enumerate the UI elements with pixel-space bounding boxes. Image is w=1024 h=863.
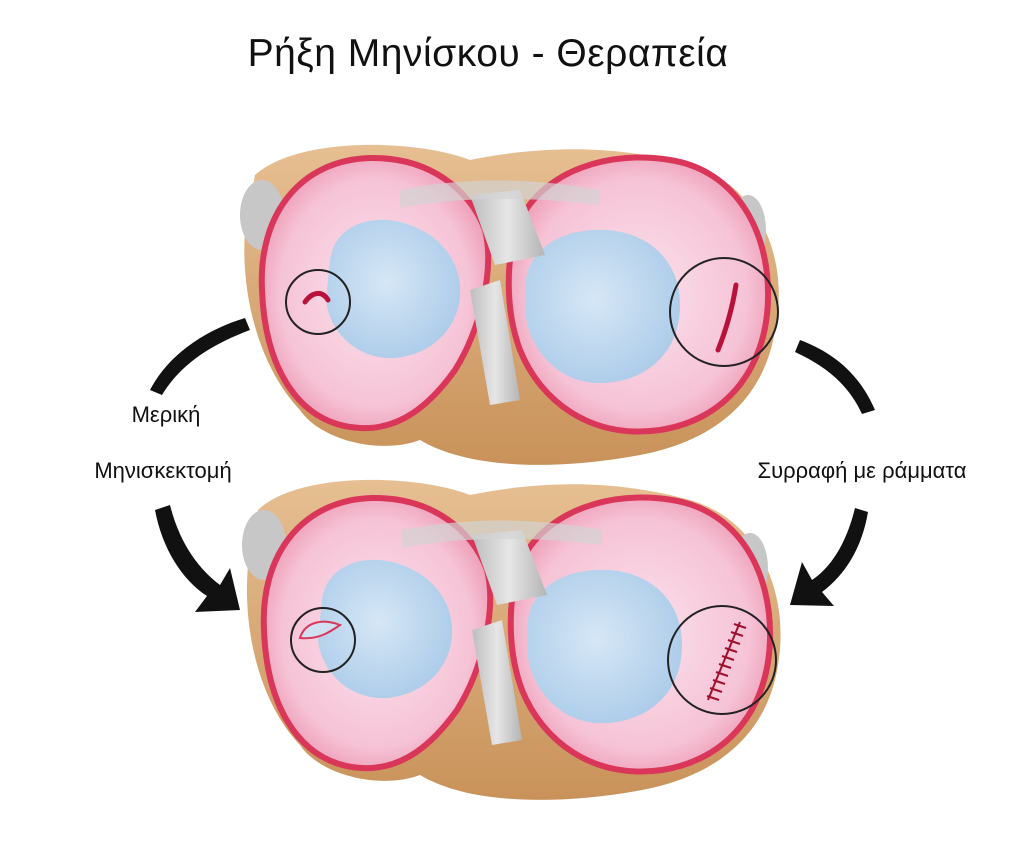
knee-after-treatment — [242, 479, 781, 800]
arrow-left-lower — [155, 505, 240, 612]
tear-highlight-circle-right-top — [669, 257, 779, 367]
arrow-right-upper — [795, 340, 875, 414]
sutures-right-bottom — [706, 621, 747, 701]
cartilage-right-top — [525, 229, 680, 384]
tear-highlight-circle-left-top — [285, 269, 351, 335]
ligament-upper-top — [470, 190, 545, 265]
suture-repair-label: Συρραφή με ράμματα — [757, 458, 967, 483]
ligament-band-top — [400, 180, 600, 208]
partial-meniscectomy-label-line2: Μηνισκεκτομή — [94, 458, 232, 483]
arrow-right-lower — [790, 508, 868, 606]
ligament-lower-bottom — [472, 620, 522, 745]
tear-right-top — [715, 282, 739, 353]
cartilage-left-top — [326, 219, 461, 359]
arrow-left-upper — [150, 318, 250, 395]
cartilage-right-bottom — [527, 569, 682, 724]
trimmed-edge-left-bottom — [298, 620, 343, 640]
knee-before-treatment — [240, 144, 779, 465]
ligament-band-bottom — [402, 520, 602, 548]
treatment-highlight-circle-right-bottom — [667, 605, 777, 715]
ligament-lower-top — [470, 280, 520, 405]
page-title: Ρήξη Μηνίσκου - Θεραπεία — [247, 32, 729, 75]
ligament-upper-bottom — [472, 530, 547, 605]
tear-left-top — [302, 291, 331, 305]
partial-meniscectomy-label-line1: Μερική — [131, 402, 201, 427]
cartilage-left-bottom — [318, 559, 453, 699]
treatment-highlight-circle-left-bottom — [290, 607, 356, 673]
